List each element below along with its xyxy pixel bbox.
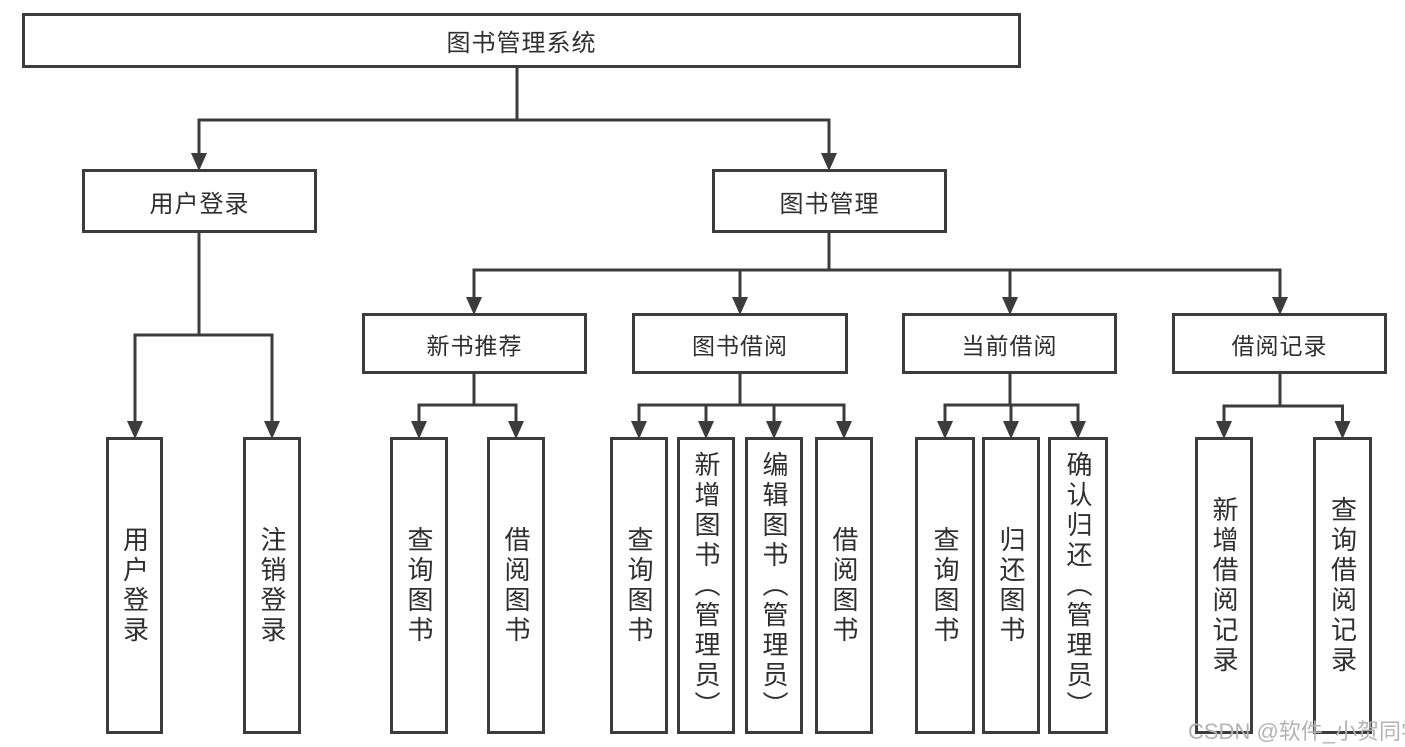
leaf-recommend-borrow-books-label: 借阅图书 — [501, 525, 531, 646]
leaf-user-login: 用户登录 — [106, 437, 163, 734]
csdn-watermark: CSDN @软件_小贺同学 — [1188, 719, 1405, 744]
node-borrowing-records: 借阅记录 — [1172, 313, 1387, 374]
leaf-logout: 注销登录 — [243, 437, 301, 734]
leaf-records-add-record: 新增借阅记录 — [1195, 437, 1253, 734]
arrowheads — [127, 153, 1351, 439]
node-current-borrowing-label: 当前借阅 — [961, 332, 1058, 359]
node-user-login-label: 用户登录 — [149, 190, 250, 218]
node-book-borrowing: 图书借阅 — [632, 313, 848, 374]
node-new-book-recommend: 新书推荐 — [362, 313, 587, 374]
leaf-records-query-record: 查询借阅记录 — [1313, 437, 1372, 734]
leaf-current-query-books: 查询图书 — [915, 437, 975, 734]
node-current-borrowing: 当前借阅 — [902, 313, 1117, 374]
node-new-book-recommend-label: 新书推荐 — [426, 332, 523, 359]
node-root: 图书管理系统 — [22, 13, 1021, 68]
leaf-borrowing-query-books-label: 查询图书 — [624, 525, 654, 646]
leaf-borrowing-add-books-admin: 新增图书（管理员） — [677, 437, 735, 734]
leaf-current-return-books-label: 归还图书 — [996, 525, 1026, 646]
leaf-records-add-record-label: 新增借阅记录 — [1209, 495, 1239, 676]
node-book-management-label: 图书管理 — [779, 190, 880, 218]
leaf-borrowing-borrow-books: 借阅图书 — [815, 437, 873, 734]
leaf-current-confirm-return-admin: 确认归还（管理员） — [1048, 437, 1108, 734]
leaf-borrowing-borrow-books-label: 借阅图书 — [829, 525, 859, 646]
node-user-login: 用户登录 — [82, 169, 317, 233]
leaf-borrowing-edit-books-admin-label: 编辑图书（管理员） — [759, 450, 789, 721]
leaf-logout-label: 注销登录 — [257, 525, 287, 646]
connector-paths — [133, 66, 1344, 421]
leaf-records-query-record-label: 查询借阅记录 — [1327, 495, 1358, 676]
leaf-recommend-query-books: 查询图书 — [390, 437, 448, 734]
leaf-recommend-query-books-label: 查询图书 — [404, 525, 434, 646]
leaf-borrowing-add-books-admin-label: 新增图书（管理员） — [691, 450, 721, 721]
leaf-current-query-books-label: 查询图书 — [930, 525, 960, 646]
leaf-user-login-label: 用户登录 — [119, 525, 150, 646]
node-book-management: 图书管理 — [712, 169, 947, 233]
leaf-borrowing-edit-books-admin: 编辑图书（管理员） — [745, 437, 803, 734]
leaf-current-return-books: 归还图书 — [982, 437, 1040, 734]
node-borrowing-records-label: 借阅记录 — [1231, 332, 1328, 359]
leaf-borrowing-query-books: 查询图书 — [610, 437, 668, 734]
node-root-label: 图书管理系统 — [446, 30, 597, 57]
leaf-current-confirm-return-admin-label: 确认归还（管理员） — [1063, 450, 1093, 721]
leaf-recommend-borrow-books: 借阅图书 — [487, 437, 545, 734]
node-book-borrowing-label: 图书借阅 — [692, 332, 788, 359]
